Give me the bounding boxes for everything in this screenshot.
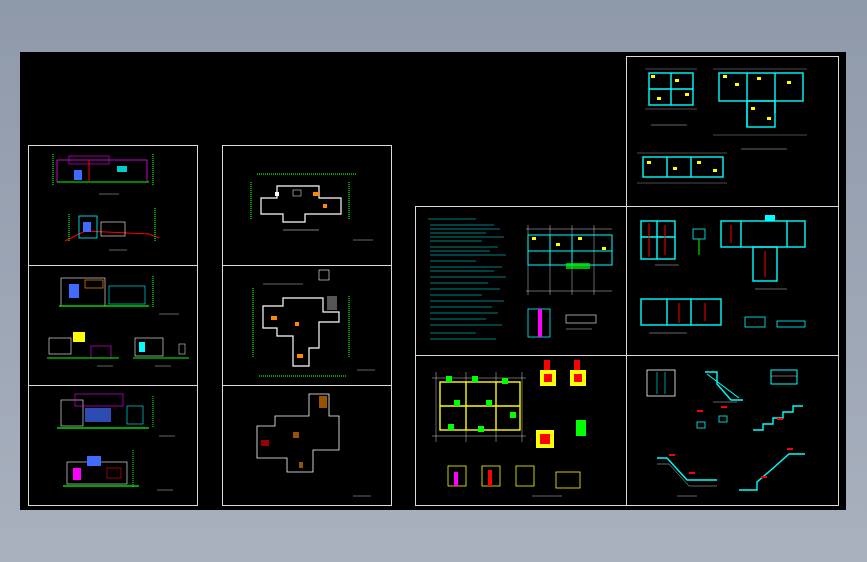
sheet-plan-1[interactable]	[222, 145, 392, 266]
beam-layout-drawing-mid	[640, 215, 806, 334]
sheet-plan-2[interactable]	[222, 265, 392, 386]
beam-layout-drawing-top	[637, 68, 807, 184]
stair-detail-drawing	[646, 369, 805, 497]
elevation-drawing-a	[52, 154, 160, 251]
sheet-beam-layout-top[interactable]	[626, 56, 839, 207]
sheet-elevations-b[interactable]	[28, 265, 198, 386]
floor-plan-drawing-2	[252, 269, 375, 377]
sheet-beam-layout-mid[interactable]	[626, 206, 839, 356]
foundation-plan-drawing	[432, 360, 586, 497]
structural-notes-drawing	[428, 218, 613, 340]
sheet-elevations-c[interactable]	[28, 385, 198, 506]
floor-plan-drawing-1	[250, 173, 373, 241]
sheet-foundation[interactable]	[415, 355, 627, 506]
sheet-elevations-a[interactable]	[28, 145, 198, 266]
elevation-drawing-b	[47, 276, 189, 367]
drawing-canvas[interactable]	[20, 52, 846, 510]
elevation-drawing-c	[57, 393, 175, 491]
sheet-plan-3[interactable]	[222, 385, 392, 506]
sheet-structure-notes[interactable]	[415, 206, 627, 356]
roof-plan-drawing	[256, 393, 371, 497]
sheet-stair-details[interactable]	[626, 355, 839, 506]
